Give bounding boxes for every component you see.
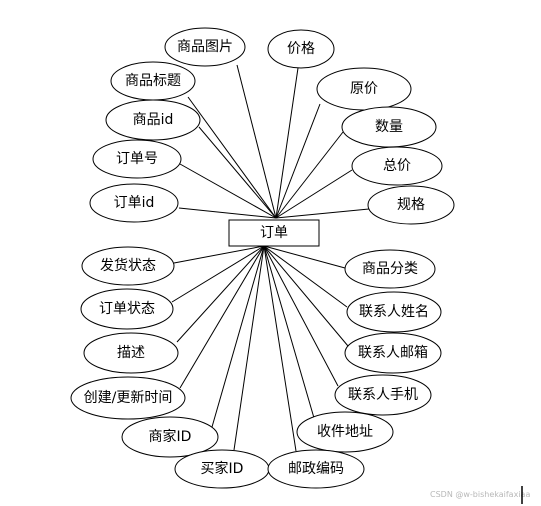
entity-order: 订单 <box>228 219 320 247</box>
entity-box <box>228 219 320 247</box>
attribute-label: 买家ID <box>201 460 244 477</box>
attribute-order-number: 订单号 <box>92 139 182 179</box>
attribute-shipping-address: 收件地址 <box>296 411 394 453</box>
attribute-ellipse <box>164 27 246 67</box>
attribute-label: 联系人手机 <box>348 387 418 403</box>
attribute-buyer-id: 买家ID <box>174 449 270 489</box>
attribute-ellipse <box>92 139 182 179</box>
attribute-label: 联系人邮箱 <box>358 345 428 361</box>
attribute-total-price: 总价 <box>351 146 443 186</box>
connector-product-title <box>187 96 277 219</box>
connector-product-image <box>236 64 277 219</box>
attribute-label: 描述 <box>117 345 145 361</box>
attribute-original-price: 原价 <box>316 67 412 111</box>
connector-shipping-address <box>263 245 315 419</box>
connector-product-category <box>263 245 346 269</box>
attribute-product-id: 商品id <box>105 99 201 141</box>
connector-contact-email <box>263 245 349 347</box>
attribute-label: 商品标题 <box>125 73 181 89</box>
connector-merchant-id <box>211 245 265 428</box>
attribute-label: 发货状态 <box>100 257 156 274</box>
attribute-order-id: 订单id <box>89 183 179 223</box>
connector-contact-name <box>263 245 348 308</box>
connector-total-price <box>275 169 353 219</box>
attribute-ellipse <box>367 185 455 225</box>
attribute-label: 订单状态 <box>99 301 155 317</box>
attribute-label: 规格 <box>397 197 425 213</box>
attribute-label: 商品分类 <box>362 261 418 277</box>
attribute-quantity: 数量 <box>341 106 437 148</box>
attribute-ellipse <box>344 332 442 374</box>
watermark: CSDN @w-bishekaifaxiaa <box>430 490 530 499</box>
attribute-ellipse <box>344 249 436 289</box>
attribute-postal-code: 邮政编码 <box>267 449 365 489</box>
attribute-ellipse <box>70 376 186 420</box>
connector-quantity <box>275 131 344 219</box>
attribute-label: 商品图片 <box>177 39 233 55</box>
connector-product-id <box>198 126 277 219</box>
connector-price <box>275 67 299 219</box>
attribute-ellipse <box>89 183 179 223</box>
attribute-contact-name: 联系人姓名 <box>346 291 442 333</box>
connector-lines <box>171 64 370 452</box>
connector-description <box>176 245 265 343</box>
attribute-ellipse <box>334 374 432 416</box>
connector-postal-code <box>263 245 297 452</box>
attribute-product-category: 商品分类 <box>344 249 436 289</box>
attribute-shipping-status: 发货状态 <box>81 246 175 286</box>
attribute-label: 总价 <box>383 158 411 174</box>
attribute-ellipse <box>351 146 443 186</box>
attribute-label: 创建/更新时间 <box>84 390 173 406</box>
attribute-label: 商品id <box>133 112 174 128</box>
attribute-ellipse <box>296 411 394 453</box>
attribute-create-update-time: 创建/更新时间 <box>70 376 186 420</box>
entity-label: 订单 <box>260 225 288 241</box>
connector-create-update-time <box>179 245 265 389</box>
attribute-order-status: 订单状态 <box>80 288 174 330</box>
attribute-label: 数量 <box>375 119 403 135</box>
attribute-label: 收件地址 <box>317 424 373 440</box>
connector-order-status <box>171 245 265 303</box>
attribute-ellipse <box>346 291 442 333</box>
attribute-contact-phone: 联系人手机 <box>334 374 432 416</box>
attribute-ellipse <box>267 449 365 489</box>
attribute-merchant-id: 商家ID <box>121 416 219 458</box>
attribute-ellipse <box>83 332 179 374</box>
attribute-label: 联系人姓名 <box>359 304 429 320</box>
attribute-label: 邮政编码 <box>288 461 344 477</box>
connector-contact-phone <box>263 245 339 387</box>
attribute-label: 原价 <box>350 81 378 97</box>
attribute-contact-email: 联系人邮箱 <box>344 332 442 374</box>
attribute-spec: 规格 <box>367 185 455 225</box>
attribute-label: 商家ID <box>149 428 192 445</box>
connector-original-price <box>275 103 321 219</box>
connector-order-number <box>179 163 277 219</box>
attribute-ellipse <box>121 416 219 458</box>
attribute-label: 订单号 <box>116 151 158 167</box>
connector-shipping-status <box>173 245 265 264</box>
attribute-price: 价格 <box>267 29 335 69</box>
connector-spec <box>275 208 370 219</box>
attribute-ellipse <box>267 29 335 69</box>
attribute-product-image: 商品图片 <box>164 27 246 67</box>
connector-order-id <box>178 207 277 219</box>
attribute-label: 订单id <box>114 195 155 211</box>
attribute-product-title: 商品标题 <box>110 61 196 101</box>
attribute-ellipses: 商品图片 价格商品标题原价商品id 数量订单号 总价订单id 规格发货状态 商品分类订单状… <box>70 27 455 489</box>
connector-buyer-id <box>233 245 265 451</box>
attribute-description: 描述 <box>83 332 179 374</box>
attribute-ellipse <box>105 99 201 141</box>
attribute-ellipse <box>81 246 175 286</box>
attribute-ellipse <box>80 288 174 330</box>
attribute-label: 价格 <box>287 41 315 57</box>
